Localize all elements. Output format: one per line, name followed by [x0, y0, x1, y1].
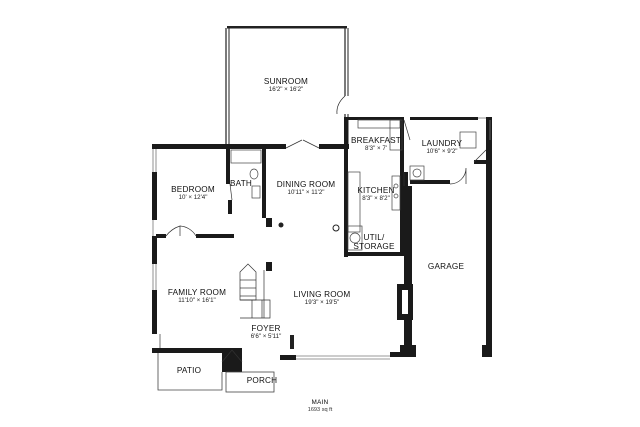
room-family-room: FAMILY ROOM 11'10" × 16'1" — [168, 288, 226, 305]
markers — [278, 222, 340, 349]
room-name: PATIO — [176, 366, 202, 375]
floor-caption: MAIN 1693 sq ft — [308, 399, 333, 414]
room-name: FOYER — [251, 324, 281, 333]
room-name: BEDROOM — [171, 185, 215, 194]
room-name: BATH — [229, 179, 253, 188]
room-bath: BATH — [230, 179, 252, 188]
windows — [152, 117, 491, 360]
room-dims: 10'6" × 9'2" — [426, 148, 458, 156]
room-porch: PORCH — [247, 376, 278, 385]
room-dims: 10'11" × 11'2" — [287, 189, 325, 197]
room-dims: 11'10" × 16'1" — [178, 297, 216, 305]
room-foyer: FOYER 6'6" × 5'11" — [251, 324, 282, 341]
room-dims: 16'2" × 16'2" — [268, 86, 304, 94]
room-name-line2: STORAGE — [353, 242, 395, 252]
room-dims: 6'6" × 5'11" — [250, 333, 282, 341]
kitchen-fixtures — [347, 119, 477, 251]
fireplace-opening — [402, 290, 408, 314]
room-name: KITCHEN — [357, 186, 395, 195]
room-laundry: LAUNDRY 10'6" × 9'2" — [422, 139, 462, 156]
room-name: LAUNDRY — [421, 139, 463, 148]
room-name: FAMILY ROOM — [167, 288, 227, 297]
room-name: GARAGE — [427, 262, 465, 271]
room-dims: 19'3" × 19'5" — [304, 299, 340, 307]
room-living-room: LIVING ROOM 19'3" × 19'5" — [294, 290, 351, 307]
stairs — [239, 263, 271, 319]
room-name-line1: UTIL/ — [363, 233, 385, 242]
room-util-storage: UTIL/ STORAGE — [353, 233, 394, 252]
room-bedroom: BEDROOM 10' × 12'4" — [171, 185, 215, 202]
room-dining-room: DINING ROOM 10'11" × 11'2" — [277, 180, 336, 197]
room-name: SUNROOM — [263, 77, 309, 86]
room-name: BREAKFAST — [350, 136, 402, 145]
room-kitchen: KITCHEN 8'3" × 8'2" — [357, 186, 394, 203]
room-patio: PATIO — [177, 366, 201, 375]
room-sunroom: SUNROOM 16'2" × 16'2" — [264, 77, 308, 94]
door-swings — [159, 119, 487, 363]
room-garage: GARAGE — [428, 262, 464, 271]
room-name: LIVING ROOM — [293, 290, 351, 299]
room-dims: 8'3" × 8'2" — [362, 195, 390, 203]
room-breakfast: BREAKFAST 8'3" × 7' — [351, 136, 401, 153]
floor-area: 1693 sq ft — [307, 406, 333, 413]
room-name: DINING ROOM — [276, 180, 336, 189]
room-dims: 10' × 12'4" — [178, 194, 208, 202]
room-name: PORCH — [246, 376, 278, 385]
floor-name: MAIN — [311, 399, 329, 406]
patio-porch-outline — [157, 353, 275, 393]
room-dims: 8'3" × 7' — [365, 145, 387, 153]
bath-fixtures — [230, 149, 262, 199]
